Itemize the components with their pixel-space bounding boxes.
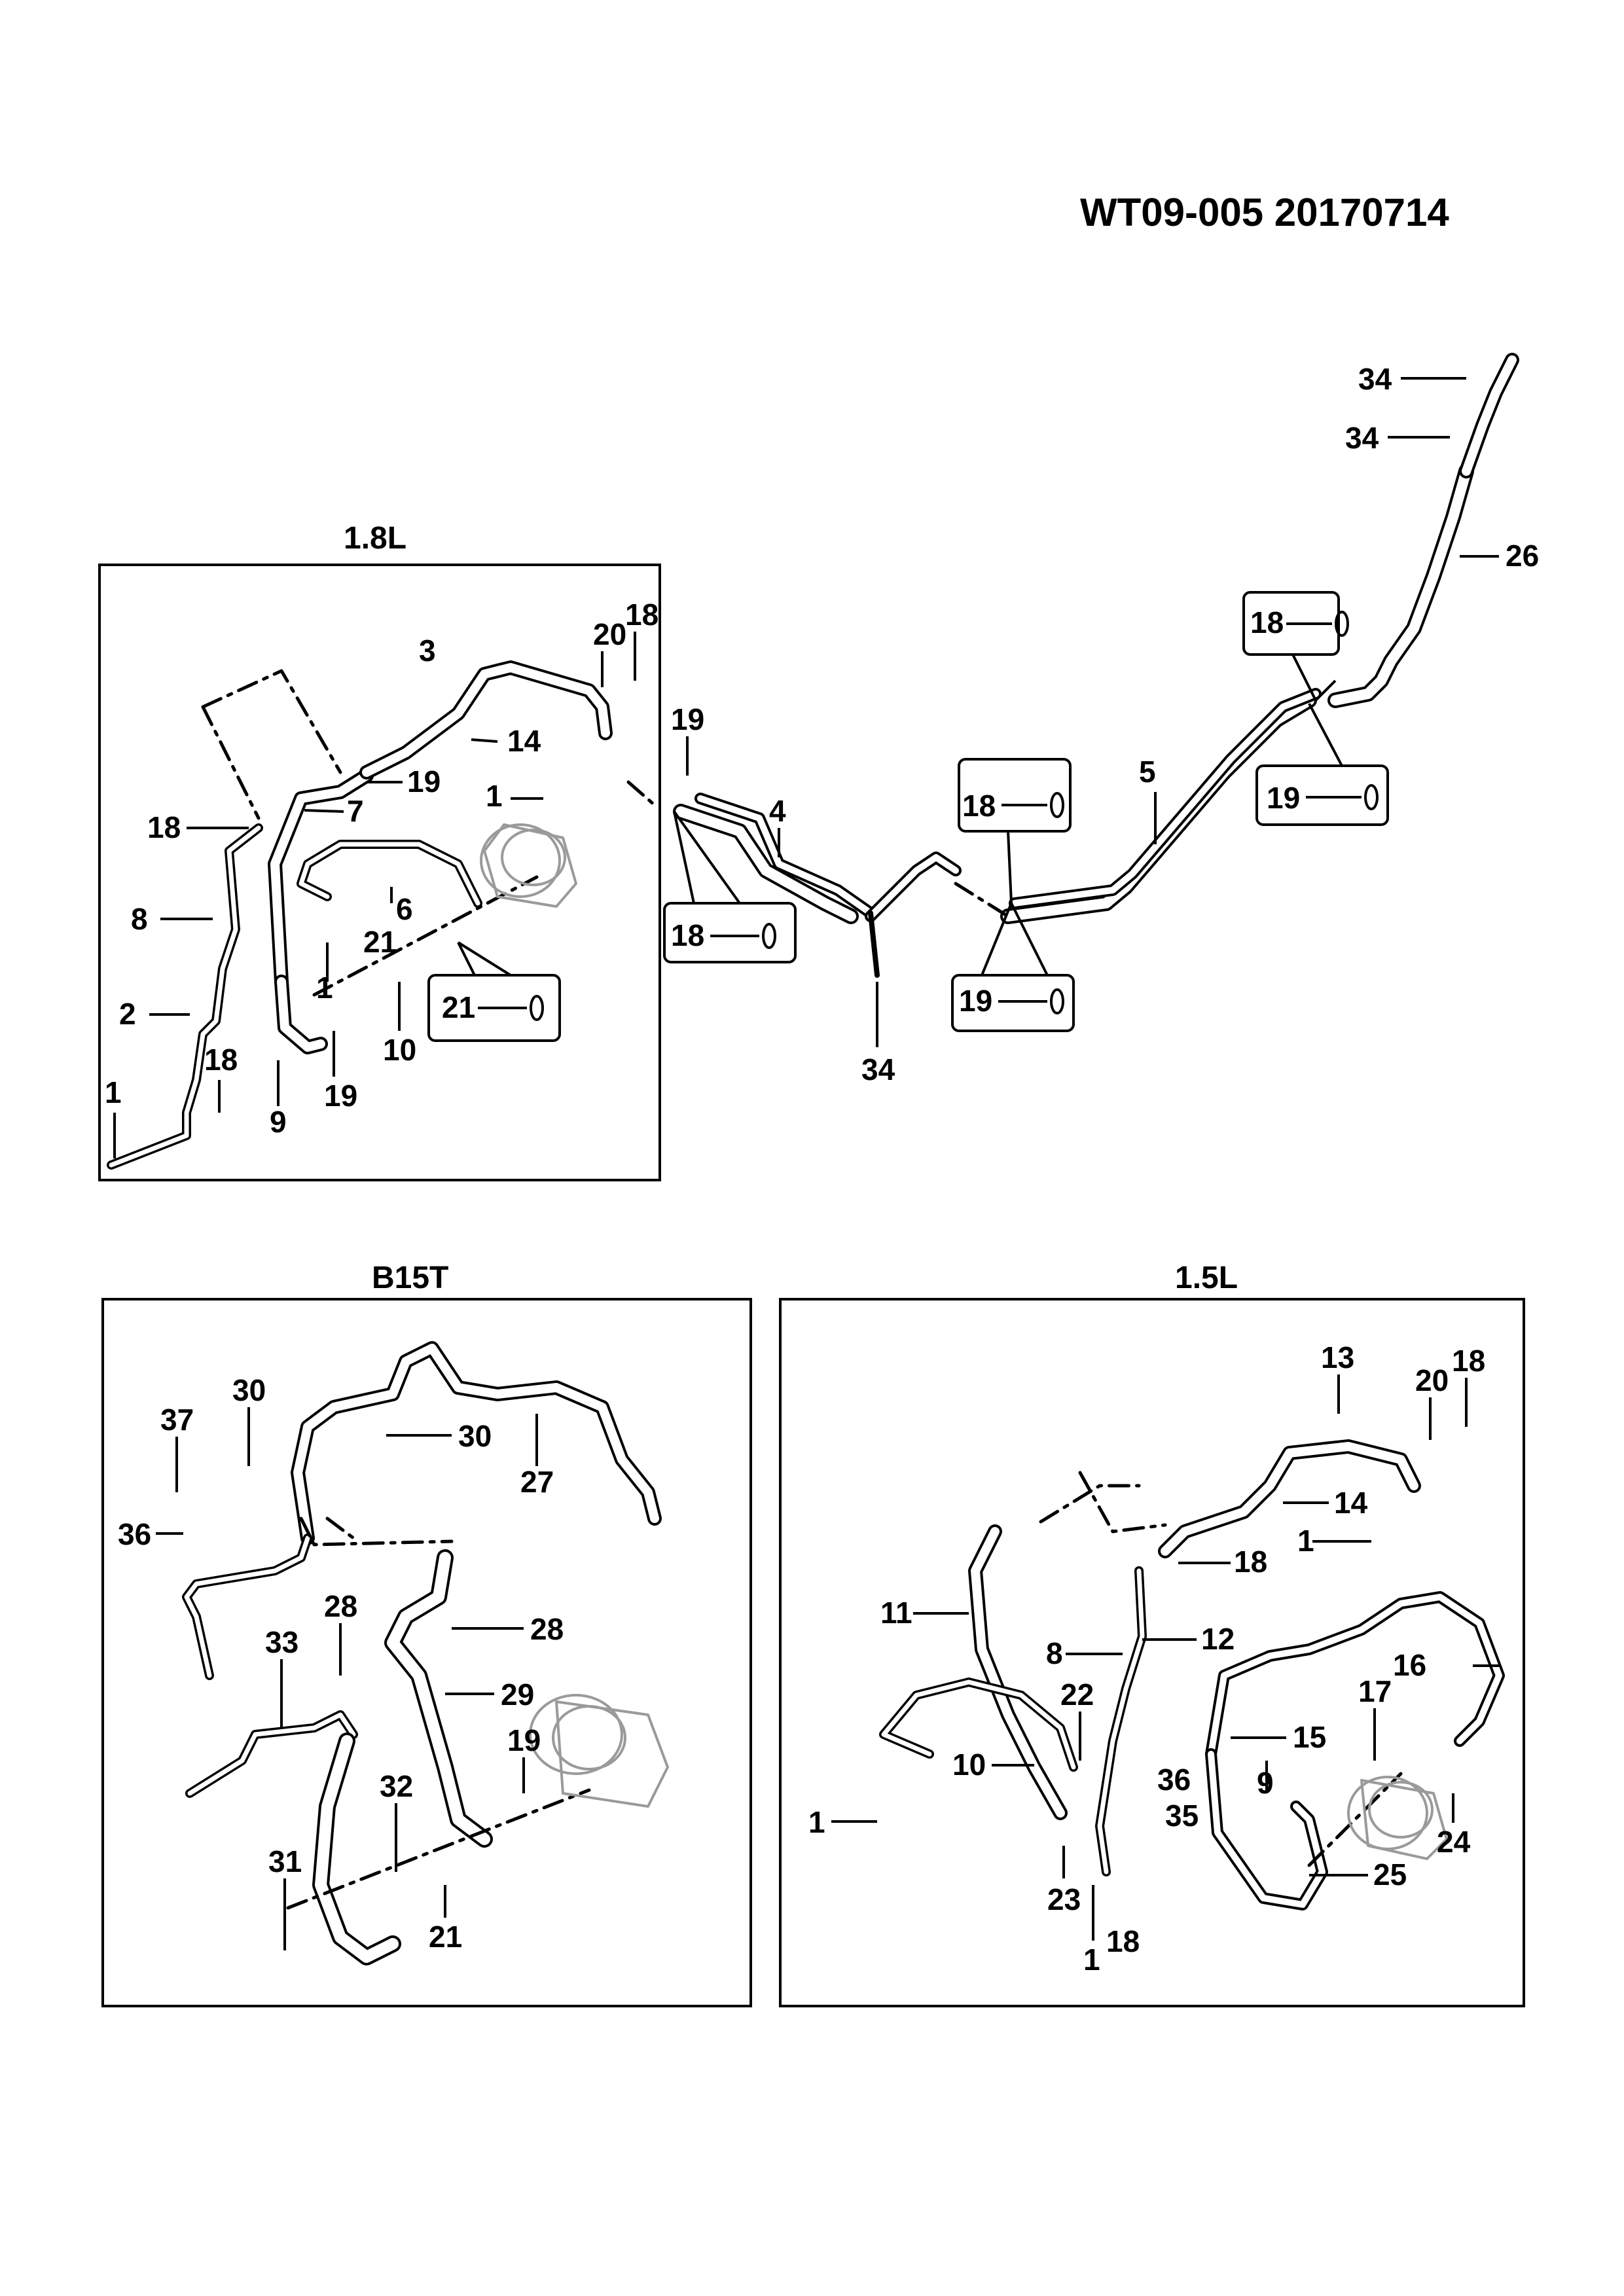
box-19-mid [951, 974, 1075, 1032]
callout-37: 37 [160, 1403, 194, 1437]
callout-34: 34 [1345, 421, 1379, 455]
callout-6: 6 [396, 892, 413, 926]
boxed-callout-labels: 21 18 19 18 19 18 19 [442, 611, 1379, 1024]
callout-15: 15 [1293, 1720, 1326, 1754]
callouts-1-5l: 13 20 18 14 1 18 11 12 8 22 16 17 15 10 … [808, 1340, 1499, 1977]
callout-11: 11 [880, 1596, 912, 1630]
callout-32: 32 [380, 1769, 413, 1803]
boxed-callouts [427, 591, 1389, 1042]
section-b15t: B15T [101, 1261, 752, 2007]
callout-18: 18 [147, 810, 181, 844]
callout-18: 18 [1452, 1344, 1485, 1378]
callout-35: 35 [1165, 1799, 1199, 1833]
callout-8: 8 [131, 902, 148, 936]
callout-1: 1 [486, 779, 503, 813]
callout-9: 9 [270, 1105, 287, 1139]
callouts-1-8l: 3 20 18 14 19 1 7 18 6 21 8 1 2 10 18 9 … [105, 598, 659, 1158]
callout-19: 19 [324, 1079, 357, 1113]
callout-34: 34 [1358, 362, 1392, 396]
callout-1: 1 [105, 1075, 122, 1109]
callout-18: 18 [204, 1043, 238, 1077]
callout-18: 18 [1106, 1924, 1140, 1958]
callout-29: 29 [501, 1677, 534, 1712]
callout-4: 4 [769, 794, 786, 828]
callout-24: 24 [1437, 1825, 1471, 1859]
callout-14: 14 [1334, 1486, 1368, 1520]
callout-1: 1 [316, 971, 333, 1005]
callouts-b15t: 30 37 30 27 36 28 28 33 29 19 32 31 21 [118, 1373, 564, 1954]
callout-14: 14 [507, 724, 541, 758]
callout-1: 1 [1083, 1943, 1100, 1977]
callout-19: 19 [959, 984, 992, 1018]
callout-19: 19 [671, 702, 704, 736]
callout-19: 19 [1267, 781, 1300, 815]
callout-27: 27 [520, 1465, 554, 1499]
callout-19: 19 [407, 764, 441, 798]
callout-31: 31 [268, 1844, 302, 1878]
callout-7: 7 [347, 794, 364, 828]
callout-28: 28 [530, 1612, 564, 1646]
pipe-line-art [107, 353, 1519, 1965]
callout-9: 9 [1257, 1766, 1274, 1800]
callout-28: 28 [324, 1589, 357, 1623]
callout-21: 21 [429, 1920, 462, 1954]
callout-30: 30 [458, 1419, 492, 1453]
box-18-mid [958, 758, 1072, 833]
callout-2: 2 [119, 997, 136, 1031]
callout-19: 19 [507, 1723, 541, 1757]
callout-10: 10 [952, 1748, 986, 1782]
callout-13: 13 [1321, 1340, 1354, 1374]
callout-18: 18 [671, 918, 704, 952]
callout-34: 34 [861, 1052, 895, 1086]
callout-1: 1 [808, 1805, 825, 1839]
section-label-1-5l: 1.5L [1175, 1261, 1238, 1295]
callout-12: 12 [1201, 1622, 1235, 1656]
callout-3: 3 [419, 634, 436, 668]
callout-8: 8 [1046, 1636, 1063, 1670]
callout-36: 36 [118, 1517, 151, 1551]
callout-18: 18 [962, 789, 996, 823]
callout-16: 16 [1393, 1648, 1426, 1682]
callout-20: 20 [593, 617, 626, 651]
box-21 [427, 974, 561, 1042]
section-frame-1-5l [779, 1298, 1525, 2007]
section-frame-1-8l [98, 564, 661, 1181]
section-1-5l: 1.5L [779, 1261, 1525, 2007]
callout-18: 18 [1250, 605, 1284, 639]
callout-36: 36 [1157, 1763, 1191, 1797]
callout-10: 10 [383, 1033, 416, 1067]
callout-18: 18 [625, 598, 659, 632]
callout-25: 25 [1373, 1857, 1407, 1892]
box-19-top [1255, 764, 1389, 826]
section-label-b15t: B15T [372, 1261, 448, 1295]
callout-5: 5 [1139, 755, 1156, 789]
callout-26: 26 [1506, 539, 1539, 573]
box-18-top [1242, 591, 1340, 656]
section-1-8l: 1.8L [98, 521, 661, 1181]
section-label-1-8l: 1.8L [344, 521, 406, 556]
section-frame-b15t [101, 1298, 752, 2007]
callout-30: 30 [232, 1373, 266, 1407]
callout-21: 21 [363, 925, 397, 959]
callout-22: 22 [1060, 1677, 1094, 1712]
callout-1: 1 [1297, 1524, 1314, 1558]
callout-18: 18 [1234, 1545, 1267, 1579]
document-id: WT09-005 20170714 [1080, 190, 1449, 234]
callout-23: 23 [1047, 1882, 1081, 1916]
callouts-main-run: 34 34 26 18 5 19 19 4 18 18 19 34 [671, 362, 1539, 1086]
box-18-left [663, 902, 797, 963]
callout-33: 33 [265, 1625, 298, 1659]
callout-17: 17 [1358, 1674, 1392, 1708]
callout-20: 20 [1415, 1363, 1449, 1397]
callout-21: 21 [442, 990, 475, 1024]
